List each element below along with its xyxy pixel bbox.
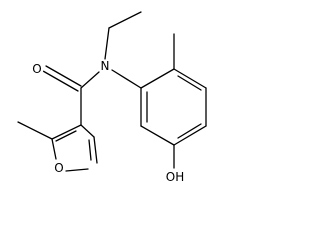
atom-oxygen-carbonyl: O bbox=[30, 62, 44, 76]
atom-label-oh: OH bbox=[166, 170, 184, 184]
bond-n-ethyl-ch2 bbox=[104, 27, 110, 60]
bond-furan-c2-inner bbox=[55, 130, 77, 142]
bond-benzene-inner-1 bbox=[177, 75, 202, 91]
bond-furan-o-c5 bbox=[65, 168, 89, 172]
bond-furan-c3-c2 bbox=[51, 124, 82, 140]
atom-nitrogen: N bbox=[98, 59, 112, 73]
bond-carbonyl-c-n bbox=[80, 71, 100, 89]
bond-furan-methyl bbox=[17, 121, 53, 140]
atom-label-o-furan: O bbox=[54, 161, 63, 175]
bond-benzene-inner-2 bbox=[177, 123, 202, 139]
bond-n-aryl bbox=[111, 69, 142, 89]
bond-benzene-c4-c5 bbox=[173, 125, 207, 146]
atom-oxygen-furan: O bbox=[52, 161, 66, 175]
bond-furan-c5-c4 bbox=[93, 136, 98, 164]
bond-carbonyl-co-1 bbox=[45, 65, 82, 87]
bond-benzene-c2-c3 bbox=[173, 68, 207, 89]
atom-bg bbox=[98, 59, 112, 73]
bond-furan-c2-o bbox=[51, 138, 57, 160]
bond-furan-c5-c4-inner bbox=[88, 139, 92, 161]
atom-label-o: O bbox=[32, 62, 41, 76]
bond-ethyl-ch3 bbox=[108, 11, 142, 29]
bond-benzene-c5-c6 bbox=[140, 125, 175, 146]
bond-benzene-c1-c2 bbox=[140, 68, 175, 89]
bond-furan-c4-c3 bbox=[80, 124, 95, 138]
atom-labels: O N O OH bbox=[30, 59, 185, 184]
bond-group bbox=[17, 11, 207, 172]
bond-carbonyl-co-2 bbox=[42, 70, 79, 92]
atom-label-n: N bbox=[101, 59, 110, 73]
chemical-structure-diagram: O N O OH bbox=[17, 11, 207, 184]
atom-bg bbox=[30, 62, 44, 76]
atom-bg bbox=[164, 170, 185, 184]
atom-hydroxyl: OH bbox=[164, 170, 185, 184]
atom-bg bbox=[52, 161, 66, 175]
